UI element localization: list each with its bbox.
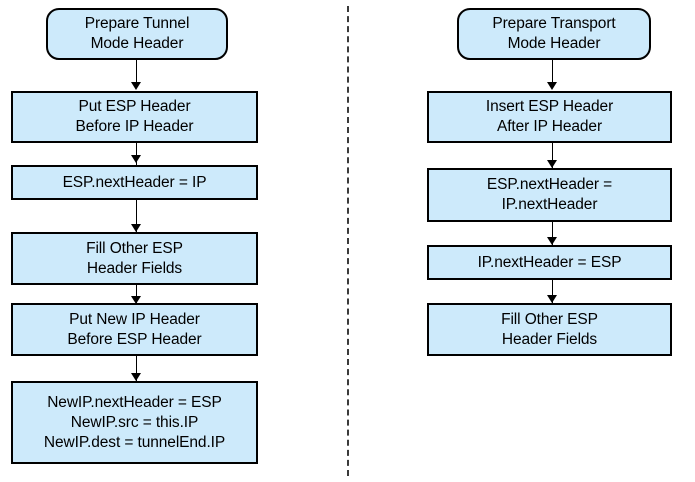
edge-tunnel-5-arrowhead [131, 373, 141, 381]
node-transport-step-1-label: Insert ESP Header After IP Header [485, 98, 614, 135]
edge-tunnel-1-arrowhead [131, 82, 141, 90]
node-transport-step-4[interactable]: Fill Other ESP Header Fields [427, 303, 672, 356]
node-tunnel-step-2-label: ESP.nextHeader = IP [62, 173, 207, 191]
node-tunnel-step-4-label: Put New IP Header Before ESP Header [67, 310, 202, 348]
node-transport-step-2-label: ESP.nextHeader = IP.nextHeader [486, 176, 613, 213]
edge-tunnel-4-arrowhead [131, 296, 141, 304]
node-tunnel-step-1[interactable]: Put ESP Header Before IP Header [11, 91, 258, 143]
edge-transport-1-line [552, 60, 553, 83]
node-tunnel-start-label: Prepare Tunnel Mode Header [84, 15, 190, 52]
node-tunnel-step-4[interactable]: Put New IP Header Before ESP Header [11, 303, 258, 356]
node-tunnel-start[interactable]: Prepare Tunnel Mode Header [46, 8, 228, 60]
edge-tunnel-3-arrowhead [131, 224, 141, 232]
node-transport-step-2[interactable]: ESP.nextHeader = IP.nextHeader [427, 168, 672, 222]
node-transport-step-3[interactable]: IP.nextHeader = ESP [427, 245, 672, 280]
node-transport-step-4-label: Fill Other ESP Header Fields [501, 310, 598, 348]
edge-tunnel-1-line [136, 60, 137, 83]
edge-tunnel-2-arrowhead [131, 155, 141, 163]
node-transport-start[interactable]: Prepare Transport Mode Header [457, 8, 651, 60]
edge-transport-3-line [552, 222, 553, 245]
edge-transport-2-arrowhead [547, 160, 557, 168]
node-transport-step-1[interactable]: Insert ESP Header After IP Header [427, 91, 672, 143]
node-transport-step-3-label: IP.nextHeader = ESP [477, 253, 622, 271]
node-tunnel-step-5-label: NewIP.nextHeader = ESP NewIP.src = this.… [43, 393, 226, 451]
edge-tunnel-5-line [136, 356, 137, 381]
edge-transport-3-arrowhead [547, 237, 557, 245]
node-tunnel-step-3[interactable]: Fill Other ESP Header Fields [11, 232, 258, 285]
edge-transport-1-arrowhead [547, 82, 557, 90]
edge-tunnel-4-line [136, 285, 137, 303]
edge-tunnel-3-line [136, 200, 137, 232]
edge-tunnel-2-line [136, 143, 137, 165]
column-divider [347, 6, 349, 476]
edge-transport-2-line [552, 143, 553, 168]
edge-transport-4-arrowhead [547, 295, 557, 303]
edge-transport-4-line [552, 280, 553, 303]
node-tunnel-step-1-label: Put ESP Header Before IP Header [75, 98, 194, 135]
node-tunnel-step-3-label: Fill Other ESP Header Fields [86, 239, 183, 277]
node-transport-start-label: Prepare Transport Mode Header [492, 15, 616, 52]
node-tunnel-step-5[interactable]: NewIP.nextHeader = ESP NewIP.src = this.… [11, 381, 258, 464]
node-tunnel-step-2[interactable]: ESP.nextHeader = IP [11, 165, 258, 200]
